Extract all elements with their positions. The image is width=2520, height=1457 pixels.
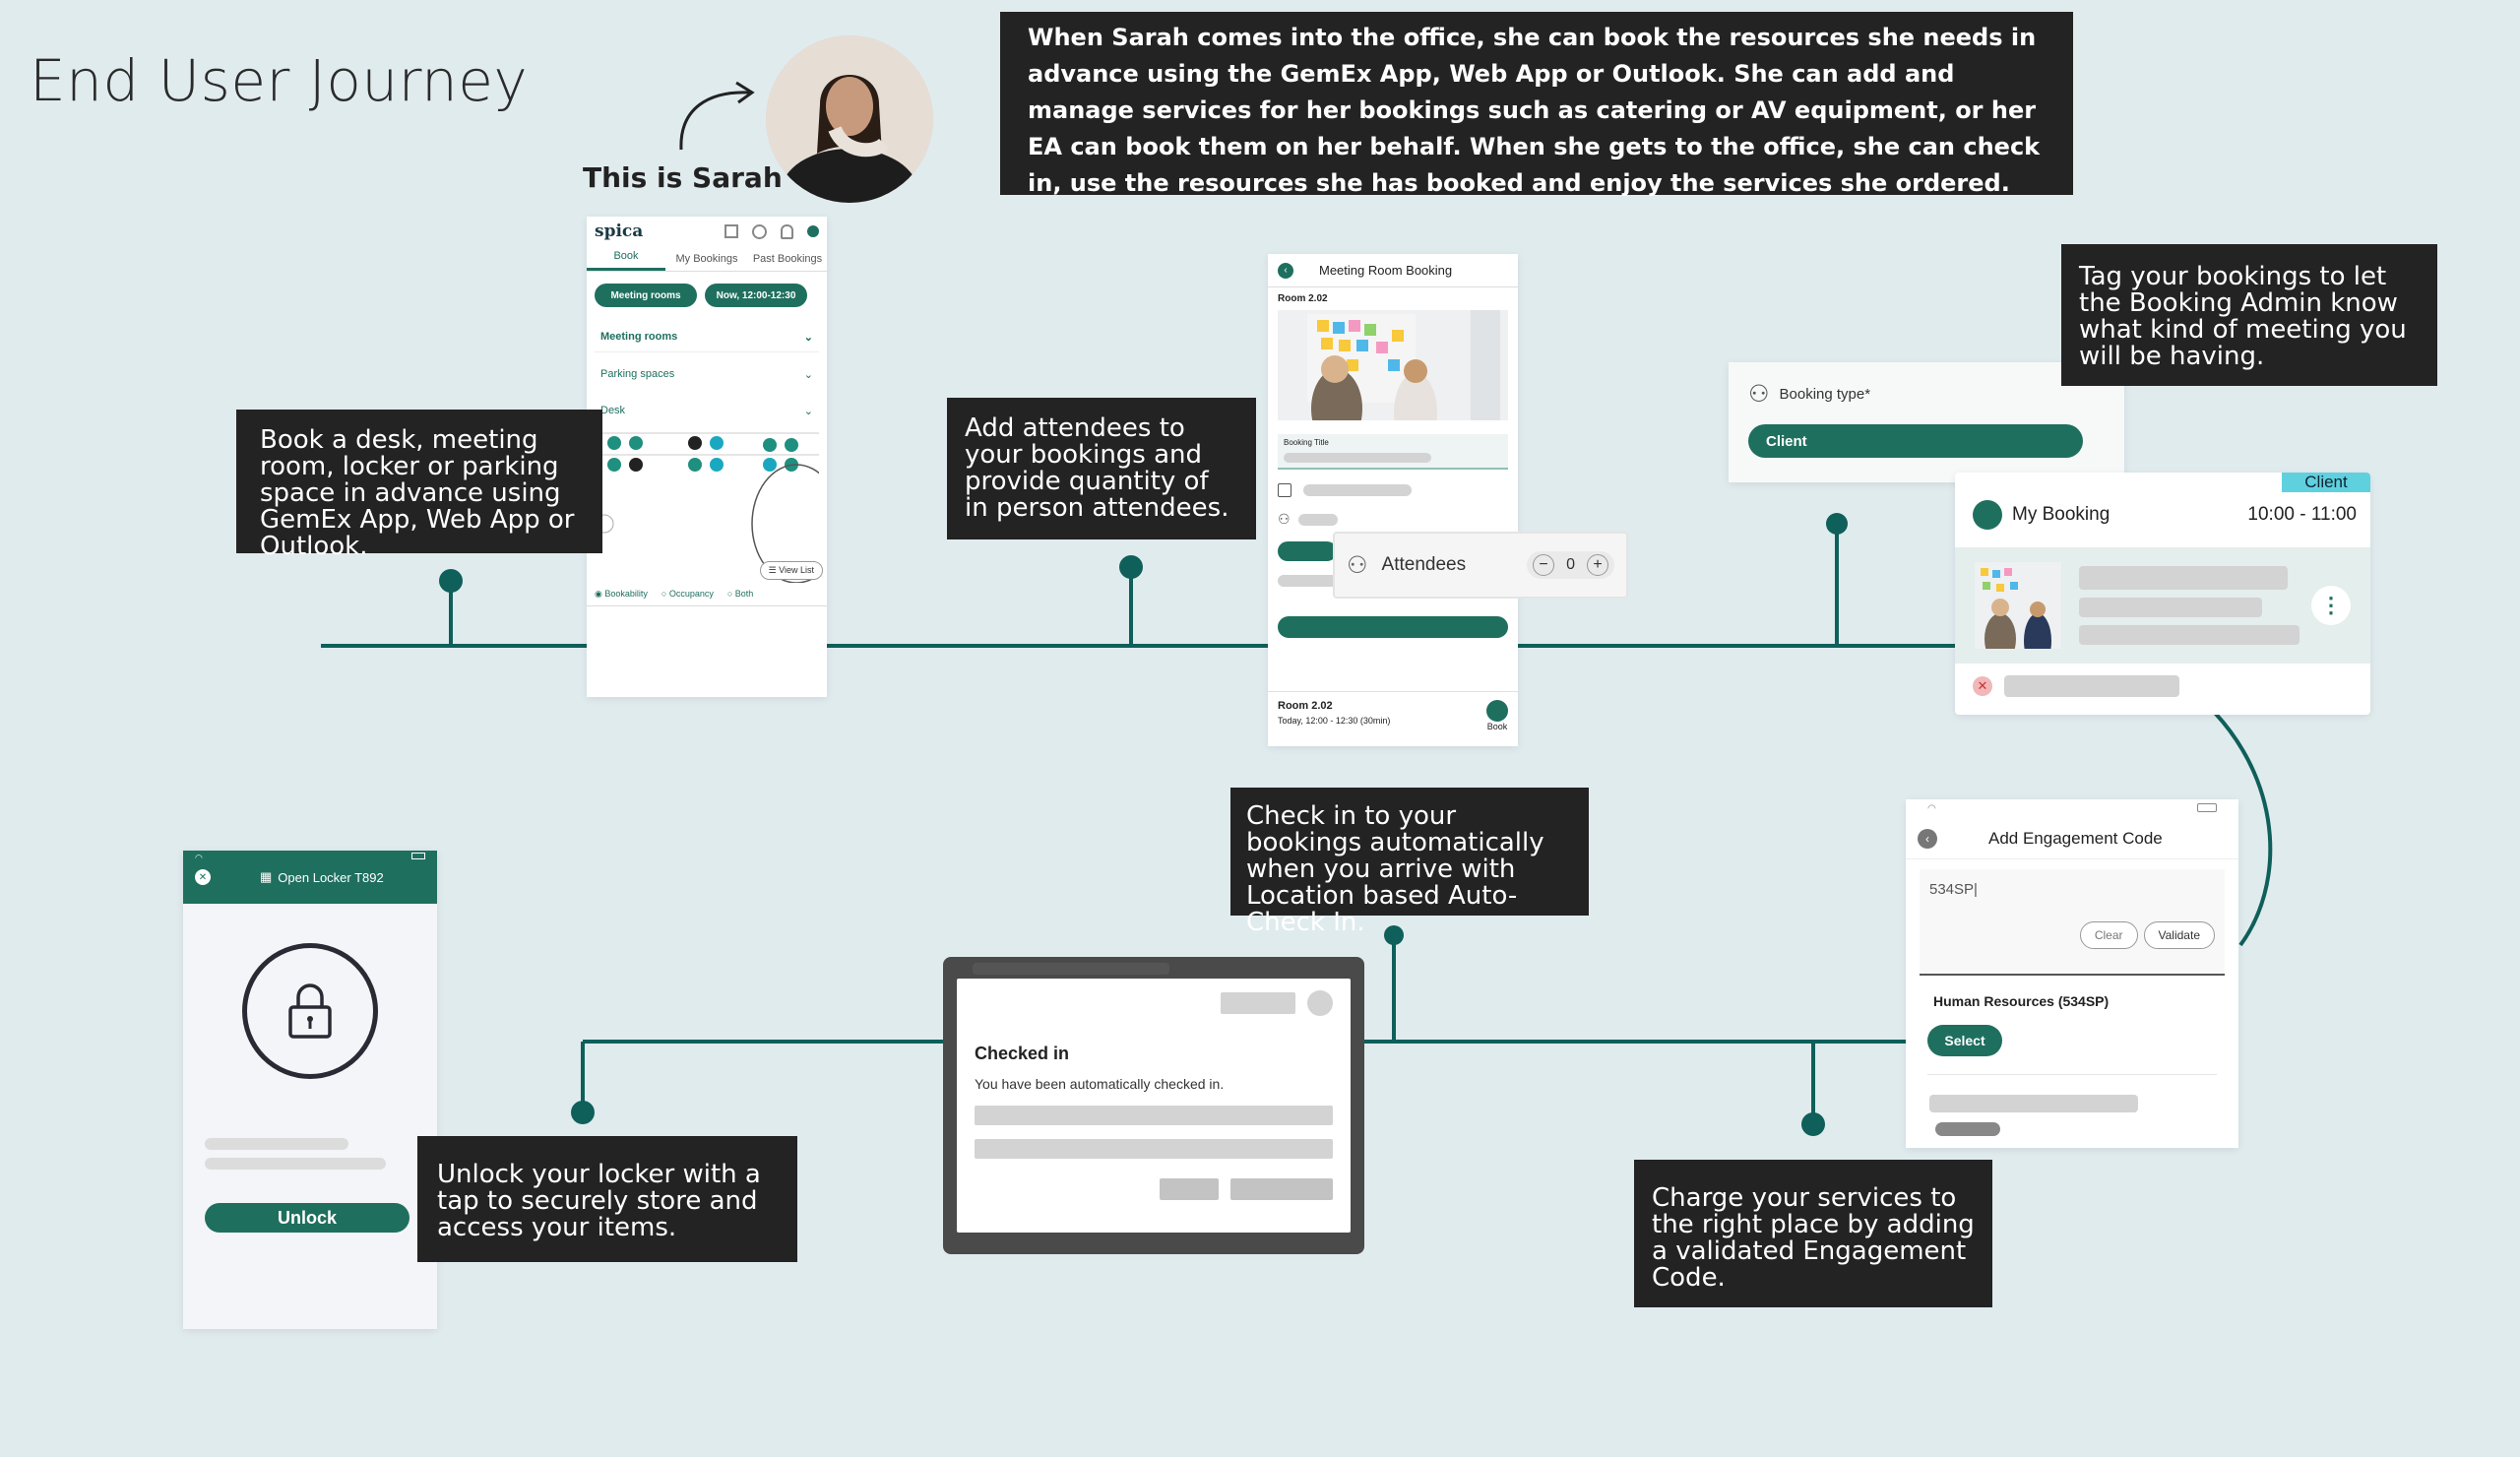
close-icon[interactable]: ✕ <box>195 869 211 885</box>
checked-in-message: You have been automatically checked in. <box>975 1076 1225 1092</box>
room-name: Room 2.02 <box>1278 293 1328 304</box>
checked-in-title: Checked in <box>975 1044 1070 1063</box>
my-booking-time: 10:00 - 11:00 <box>2247 504 2357 525</box>
battery-icon <box>2197 803 2217 812</box>
filter-time-pill[interactable]: Now, 12:00-12:30 <box>705 284 807 307</box>
sarah-label: This is Sarah <box>583 161 783 194</box>
chevron-down-icon: ⌄ <box>803 369 813 381</box>
secondary-action-button[interactable] <box>1160 1178 1219 1200</box>
increment-button[interactable]: + <box>1587 554 1608 576</box>
meeting-room-header: Meeting Room Booking <box>1319 263 1453 278</box>
lock-icon <box>242 943 378 1079</box>
footer-room: Room 2.02 <box>1278 700 1333 712</box>
toggle-icon[interactable] <box>807 225 819 237</box>
attendees-count[interactable]: 0 <box>1566 556 1575 573</box>
more-options-icon[interactable]: ⋮ <box>2311 586 2351 625</box>
callout-checkin: Check in to your bookings automatically … <box>1230 788 1589 936</box>
page-title: End User Journey <box>30 47 529 114</box>
locker-screen: ◠ ✕ ▦ Open Locker T892 Unlock <box>183 851 437 1329</box>
booking-title-label: Booking Title <box>1284 438 1329 447</box>
intro-text: When Sarah comes into the office, she ca… <box>1000 12 2073 197</box>
wifi-icon: ◠ <box>195 853 203 862</box>
filter-type-pill[interactable]: Meeting rooms <box>595 284 697 307</box>
tab-my-bookings[interactable]: My Bookings <box>675 253 738 265</box>
booking-type-select[interactable]: Client <box>1748 424 2083 458</box>
section-meeting-rooms[interactable]: Meeting rooms⌄ <box>595 323 819 352</box>
engagement-code-screen: ◠ ‹ Add Engagement Code 534SP| Clear Val… <box>1906 799 2238 1148</box>
add-attendees-button[interactable] <box>1278 541 1337 561</box>
engagement-input[interactable]: 534SP| <box>1929 881 1978 898</box>
my-booking-card: Client My Booking 10:00 - 11:00 ⋮ ✕ <box>1955 473 2370 715</box>
wifi-icon: ◠ <box>1927 803 1936 814</box>
battery-icon <box>411 853 425 859</box>
callout-tag: Tag your bookings to let the Booking Adm… <box>2061 244 2437 386</box>
meeting-room-screen: ‹ Meeting Room Booking Room 2.02 Booking… <box>1268 254 1518 746</box>
attendees-icon: ⚇ <box>1278 511 1291 527</box>
my-booking-title: My Booking <box>2012 504 2110 525</box>
callout-attendees: Add attendees to your bookings and provi… <box>947 398 1256 539</box>
clear-button[interactable]: Clear <box>2079 921 2138 949</box>
radio-both[interactable]: ○ Both <box>726 589 754 599</box>
attendees-label: Attendees <box>1381 554 1467 575</box>
select-button[interactable]: Select <box>1927 1025 2002 1056</box>
callout-unlock: Unlock your locker with a tap to securel… <box>417 1136 797 1262</box>
attendees-popup: ⚇ Attendees − 0 + <box>1333 532 1628 599</box>
tab-book[interactable]: Book <box>587 250 665 271</box>
confirm-button[interactable] <box>1278 616 1508 638</box>
sarah-avatar <box>766 35 933 203</box>
client-tag: Client <box>2282 473 2370 492</box>
decrement-button[interactable]: − <box>1533 554 1555 576</box>
cancel-icon[interactable]: ✕ <box>1973 676 1992 696</box>
desk-floorplan[interactable]: ☰ View List <box>595 425 827 584</box>
chevron-down-icon: ⌄ <box>803 332 813 344</box>
unlock-button[interactable]: Unlock <box>205 1203 410 1233</box>
footer-time: Today, 12:00 - 12:30 (30min) <box>1278 716 1391 726</box>
back-icon[interactable]: ‹ <box>1278 262 1293 279</box>
section-parking-spaces[interactable]: Parking spaces⌄ <box>600 368 813 381</box>
building-icon[interactable] <box>724 224 738 238</box>
checkbox[interactable] <box>1278 483 1292 497</box>
locker-header: Open Locker T892 <box>278 869 384 885</box>
book-button[interactable]: Book <box>1486 700 1508 738</box>
people-icon: ⚇ <box>1748 381 1770 408</box>
chevron-down-icon: ⌄ <box>803 406 813 417</box>
callout-book: Book a desk, meeting room, locker or par… <box>236 410 602 560</box>
view-list-button[interactable]: ☰ View List <box>759 561 823 580</box>
primary-action-button[interactable] <box>1230 1178 1333 1200</box>
chat-icon[interactable] <box>752 223 767 239</box>
validate-button[interactable]: Validate <box>2143 921 2215 949</box>
back-icon[interactable]: ‹ <box>1918 828 1937 849</box>
booking-type-card: ⚇ Booking type* Client <box>1729 362 2124 482</box>
radio-occupancy[interactable]: ○ Occupancy <box>661 589 714 599</box>
radio-bookability[interactable]: ◉ Bookability <box>595 589 648 599</box>
user-icon[interactable] <box>781 223 793 239</box>
engagement-header: Add Engagement Code <box>1988 828 2163 848</box>
callout-charge: Charge your services to the right place … <box>1634 1160 1992 1307</box>
spica-logo: spica <box>595 222 644 241</box>
section-desk[interactable]: Desk⌄ <box>600 405 813 417</box>
locker-icon: ▦ <box>260 869 273 884</box>
checked-in-tablet: Checked in You have been automatically c… <box>943 957 1364 1254</box>
booking-app-screen: spica Book My Bookings Past Bookings Mee… <box>587 217 827 697</box>
room-photo <box>1278 310 1508 420</box>
avatar-icon <box>1973 500 2002 530</box>
tab-past-bookings[interactable]: Past Bookings <box>752 253 823 265</box>
profile-icon <box>1307 990 1333 1016</box>
room-thumbnail <box>1975 562 2061 649</box>
booking-type-label: Booking type* <box>1779 386 1871 403</box>
attendees-icon: ⚇ <box>1347 551 1368 579</box>
engagement-result: Human Resources (534SP) <box>1933 993 2110 1009</box>
book-icon <box>1486 700 1508 722</box>
